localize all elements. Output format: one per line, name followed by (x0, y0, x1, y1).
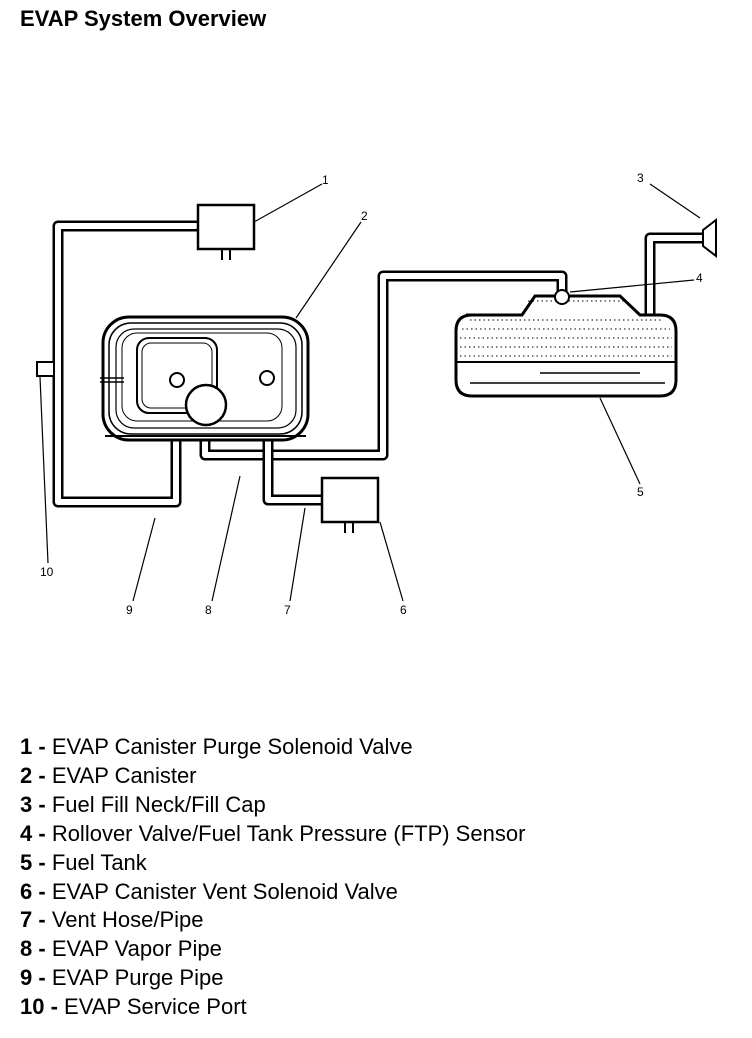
callout-8: 8 (205, 603, 212, 617)
callout-7: 7 (284, 603, 291, 617)
evap-purge-pipe (52, 220, 206, 508)
legend-item: 1 - EVAP Canister Purge Solenoid Valve (20, 734, 413, 759)
legend-item: 10 - EVAP Service Port (20, 994, 247, 1020)
callout-5: 5 (637, 485, 644, 499)
callout-9: 9 (126, 603, 133, 617)
page-title: EVAP System Overview (20, 6, 267, 31)
fill-cap-icon (702, 217, 717, 259)
legend-item: 3 - Fuel Fill Neck/Fill Cap (20, 791, 266, 817)
leader-lines (39, 183, 701, 602)
evap-system-diagram: 1 2 3 4 5 6 7 8 9 10 (36, 171, 717, 617)
callout-2: 2 (361, 209, 368, 223)
legend-item: 2 - EVAP Canister (20, 762, 197, 788)
callout-1: 1 (322, 173, 329, 187)
rollover-valve-ftp-sensor (554, 289, 570, 305)
legend-item: 6 - EVAP Canister Vent Solenoid Valve (20, 878, 398, 904)
evap-vapor-pipe (199, 270, 568, 461)
callout-4: 4 (696, 271, 703, 285)
callout-10: 10 (40, 565, 54, 579)
legend-item: 8 - EVAP Vapor Pipe (20, 936, 222, 962)
component-legend: 1 - EVAP Canister Purge Solenoid Valve 2… (20, 733, 525, 1022)
legend-item: 7 - Vent Hose/Pipe (20, 907, 204, 933)
evap-service-port (36, 361, 55, 377)
legend-item: 9 - EVAP Purge Pipe (20, 965, 224, 991)
callout-3: 3 (637, 171, 644, 185)
fuel-fill-neck-pipe (644, 232, 710, 324)
fuel-vapor-dots (460, 300, 672, 357)
legend-item: 5 - Fuel Tank (20, 849, 147, 875)
fuel-tank (454, 294, 678, 398)
purge-solenoid-valve (196, 203, 256, 260)
callout-6: 6 (400, 603, 407, 617)
vent-solenoid-valve (320, 476, 380, 533)
legend-item: 4 - Rollover Valve/Fuel Tank Pressure (F… (20, 820, 526, 846)
evap-canister (100, 315, 310, 442)
